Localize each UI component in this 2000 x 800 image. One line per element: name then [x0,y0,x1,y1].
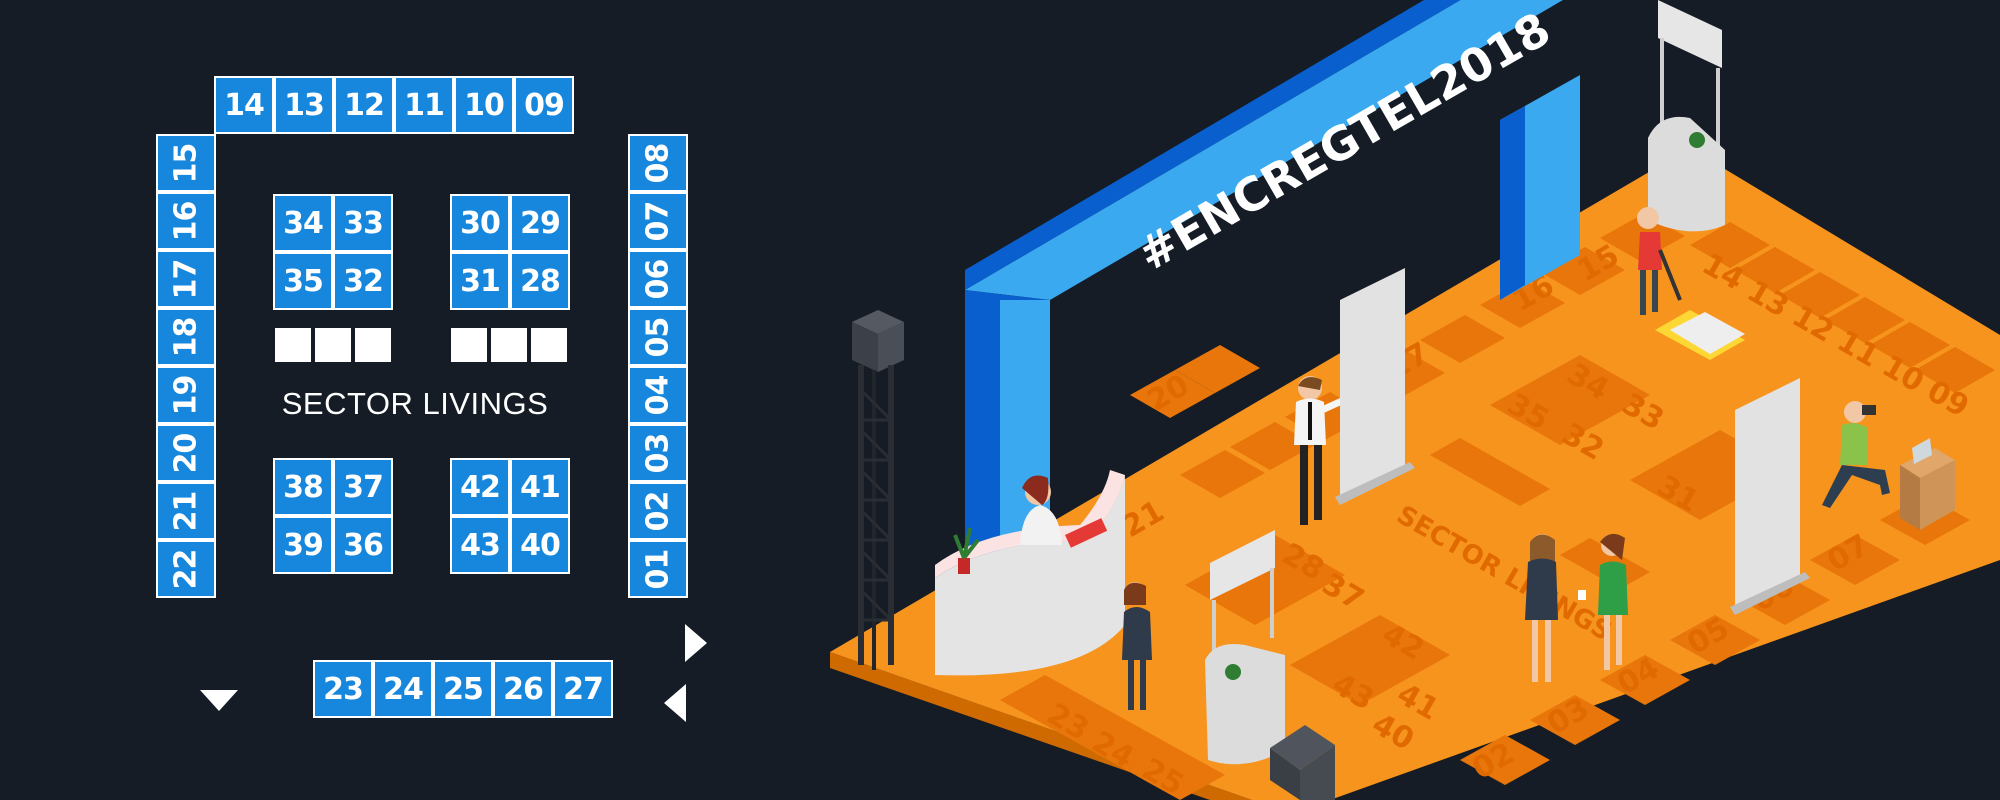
rollup-banner [1335,268,1415,505]
booth-32: 32 [333,252,393,310]
woman-in-suit [1122,582,1152,710]
booth-21: 21 [156,482,216,540]
booth-18: 18 [156,308,216,366]
small-booth [315,328,351,362]
kiosk [1205,530,1285,765]
booth-08: 08 [628,134,688,192]
booth-09: 09 [514,76,574,134]
booth-38: 38 [273,458,333,516]
booth-12: 12 [334,76,394,134]
booth-40: 40 [510,516,570,574]
spotlight [1270,725,1335,800]
booth-39: 39 [273,516,333,574]
arch-left-pillar [965,290,1000,590]
woman-in-dark-suit [1525,534,1558,682]
booth-16: 16 [156,192,216,250]
booth-30: 30 [450,194,510,252]
booth-25: 25 [433,660,493,718]
booth-19: 19 [156,366,216,424]
booth-34: 34 [273,194,333,252]
booth-37: 37 [333,458,393,516]
booth-01: 01 [628,540,688,598]
booth-33: 33 [333,194,393,252]
small-booth [531,328,567,362]
booth-02: 02 [628,482,688,540]
sector-label: SECTOR LIVINGS [281,386,549,421]
booth-36: 36 [333,516,393,574]
booth-41: 41 [510,458,570,516]
arch-beam-top [965,0,1461,290]
arrow-left-icon [664,684,686,722]
booth-29: 29 [510,194,570,252]
receptionist [1020,475,1062,545]
booth-31: 31 [450,252,510,310]
booth-06: 06 [628,250,688,308]
booth-14: 14 [214,76,274,134]
booth-15: 15 [156,134,216,192]
booth-10: 10 [454,76,514,134]
booth-07: 07 [628,192,688,250]
kiosk [1648,0,1725,232]
booth-17: 17 [156,250,216,308]
booth-24: 24 [373,660,433,718]
booth-28: 28 [510,252,570,310]
laptop-stand [1900,438,1955,530]
booth-42: 42 [450,458,510,516]
booth-11: 11 [394,76,454,134]
small-booth [451,328,487,362]
small-booth [491,328,527,362]
plant [953,527,980,574]
booth-43: 43 [450,516,510,574]
booth-27: 27 [553,660,613,718]
small-booth [275,328,311,362]
worker-with-pallet-jack [1637,207,1745,360]
arrow-right-icon [685,624,707,662]
truss-tower [852,310,904,670]
booth-13: 13 [274,76,334,134]
arch-beam-front [965,0,1563,300]
photographer [1822,401,1890,508]
reception-desk [935,470,1125,676]
booth-05: 05 [628,308,688,366]
small-booth [355,328,391,362]
rollup-banner [1730,378,1810,615]
booth-26: 26 [493,660,553,718]
woman-in-green [1578,533,1628,670]
booth-20: 20 [156,424,216,482]
booth-23: 23 [313,660,373,718]
booth-03: 03 [628,424,688,482]
booth-04: 04 [628,366,688,424]
arch-right-pillar-inner [1500,106,1525,300]
booth-35: 35 [273,252,333,310]
arrow-down-icon [200,690,238,711]
booth-22: 22 [156,540,216,598]
